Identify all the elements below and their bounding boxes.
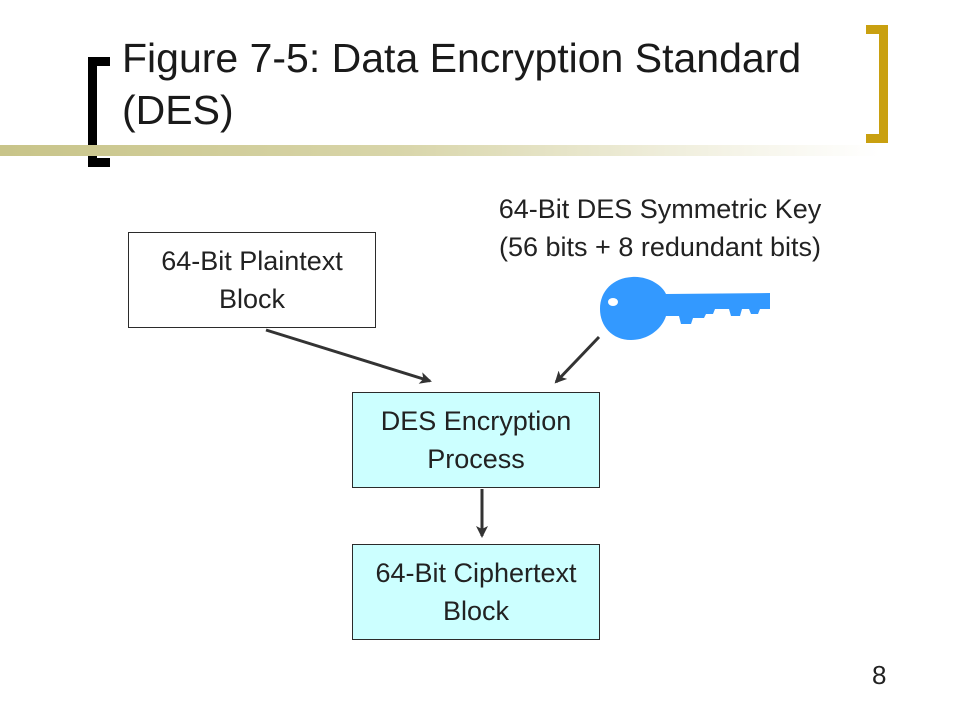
slide-title: Figure 7-5: Data Encryption Standard (DE… xyxy=(122,35,802,133)
des-process-label: DES Encryption Process xyxy=(380,406,572,474)
page-number: 8 xyxy=(872,660,887,690)
key-icon xyxy=(600,276,770,340)
arrow-plaintext-to-process xyxy=(265,328,432,384)
plaintext-block-box: 64-Bit Plaintext Block xyxy=(128,232,376,328)
title-bracket-left xyxy=(88,57,110,167)
arrow-key-to-process xyxy=(554,335,601,384)
plaintext-block-label: 64-Bit Plaintext Block xyxy=(161,246,343,314)
title-underline-bar xyxy=(0,145,880,156)
ciphertext-block-label: 64-Bit Ciphertext Block xyxy=(375,558,577,626)
ciphertext-block-box: 64-Bit Ciphertext Block xyxy=(352,544,600,640)
des-process-box: DES Encryption Process xyxy=(352,392,600,488)
key-label: 64-Bit DES Symmetric Key (56 bits + 8 re… xyxy=(498,194,822,262)
title-bracket-right xyxy=(866,25,888,143)
